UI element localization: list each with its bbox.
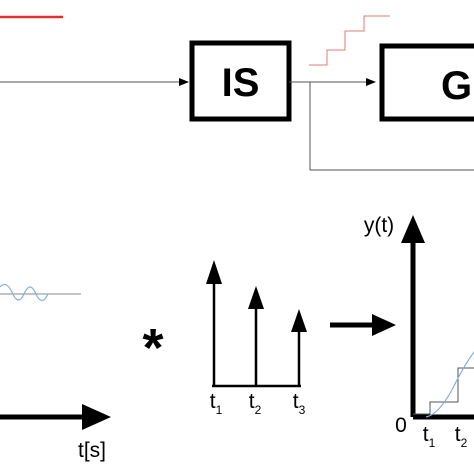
time-axis-label: t[s] <box>78 439 106 462</box>
impulse-2-arrowhead <box>248 286 264 309</box>
impulse-2-label: t2 <box>249 390 262 417</box>
impulse-3-arrowhead <box>291 309 307 332</box>
g-block-label: G <box>441 64 472 108</box>
output-smooth-response <box>425 351 474 418</box>
output-axis-label: y(t) <box>364 214 394 237</box>
time-axis-arrowhead <box>82 404 111 430</box>
output-y-axis-arrowhead <box>401 215 425 243</box>
output-tick-2-label: t2 <box>455 423 468 450</box>
g-block <box>379 43 474 122</box>
is-block <box>189 40 292 122</box>
is-block-label: IS <box>222 61 260 105</box>
convolution-operator: * <box>142 318 163 378</box>
shaped-staircase-signal <box>309 15 390 66</box>
impulse-1-arrowhead <box>206 260 222 284</box>
impulse-3-label: t3 <box>293 390 306 417</box>
output-origin-label: 0 <box>395 414 407 437</box>
result-arrowhead <box>372 314 396 336</box>
feedback-line <box>309 82 474 171</box>
input-sine-wave <box>0 283 49 302</box>
impulse-1-label: t1 <box>210 390 223 417</box>
output-staircase <box>413 367 474 415</box>
output-tick-1-label: t1 <box>423 423 436 450</box>
